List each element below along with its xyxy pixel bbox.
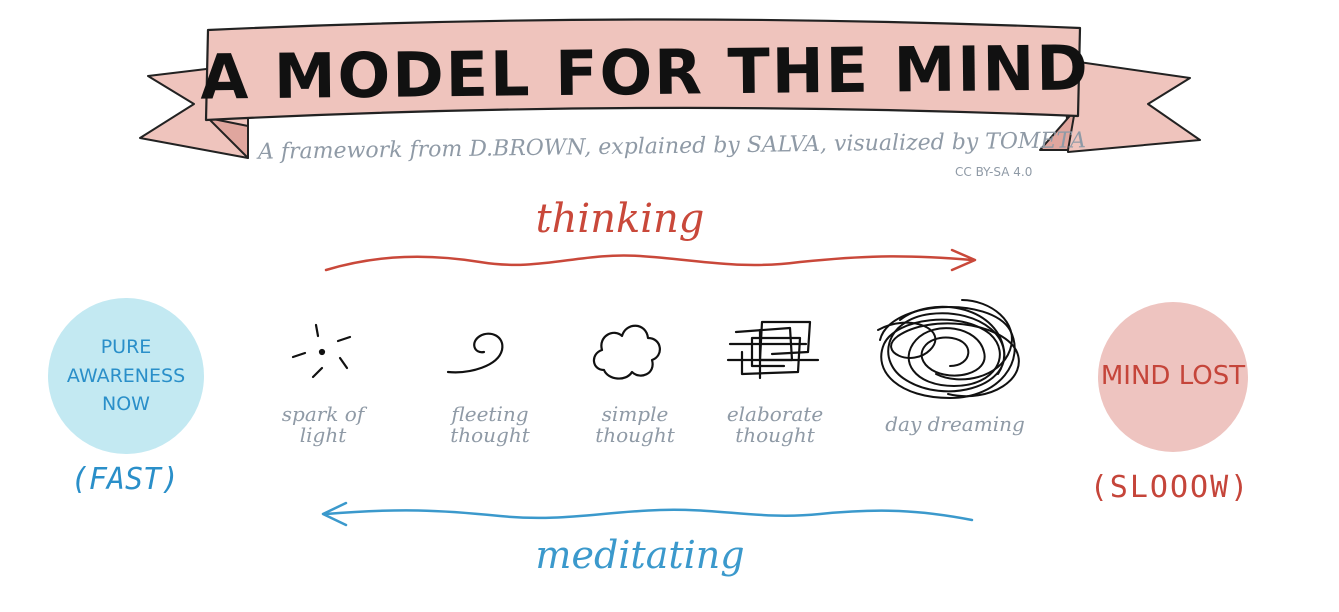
stage-label-elaborate: elaborate thought [726,402,824,447]
stage-label-daydreaming: day dreaming [885,412,1025,436]
pure-awareness-circle: PURE AWARENESS NOW [48,298,204,454]
meditating-arrowhead [321,501,348,527]
mind-lost-circle: MIND LOST [1098,302,1248,452]
meditating-arrow [324,508,974,522]
thinking-label: thinking [535,196,705,242]
mind-lost-label: MIND LOST [1100,361,1246,392]
meditating-label: meditating [535,533,745,577]
page-title: A MODEL FOR THE MIND [199,30,1091,114]
thinking-arrow [324,254,974,272]
stage-label-simple: simple thought [595,402,675,447]
cloud-icon [592,324,661,380]
swirl-icon [446,332,504,374]
stage-label-fleeting: fleeting thought [450,402,530,447]
banner-main [204,18,1082,122]
banner-right-fold [1039,109,1076,151]
fast-label: (FAST) [70,462,180,497]
stage-label-spark: spark of light [281,402,365,447]
banner-left-fold [207,117,249,159]
title-banner [139,18,1201,159]
pure-awareness-label: PURE AWARENESS NOW [66,336,186,416]
spark-icon [291,323,352,379]
slow-label: (SLOOOW) [1089,470,1251,505]
scribble-ball-icon [877,299,1020,400]
thinking-arrowhead [950,248,977,272]
license-note: CC BY-SA 4.0 [955,165,1033,179]
tangle-icon [726,320,820,380]
